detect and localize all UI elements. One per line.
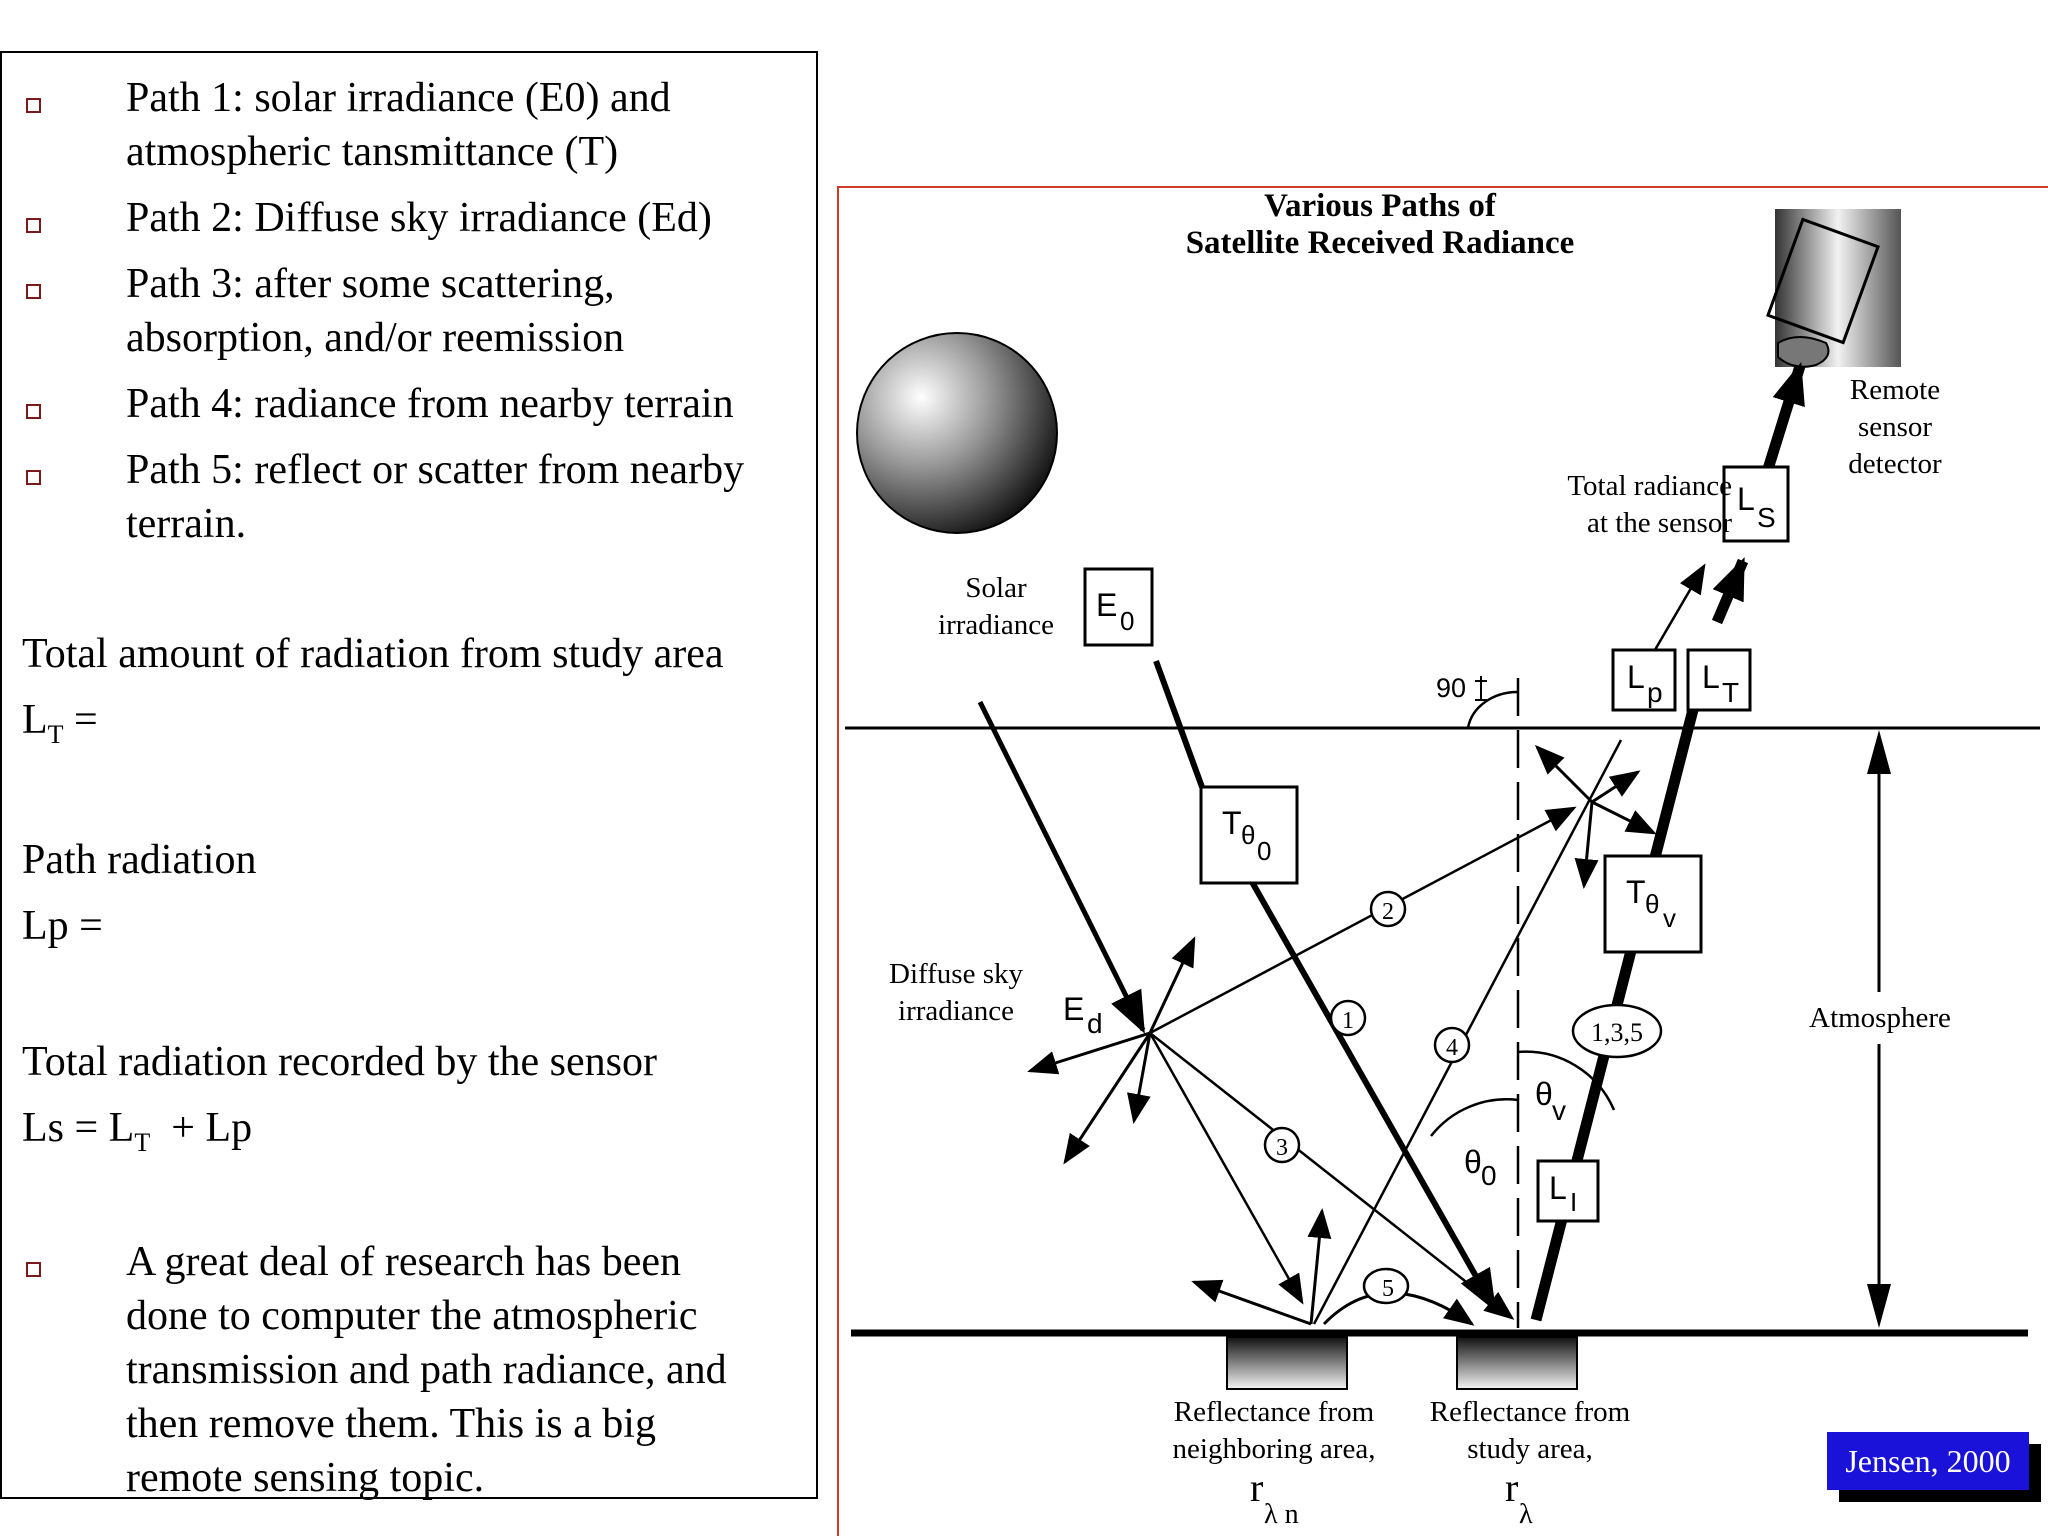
bullet-text: A great deal of research has been done t… [126, 1239, 727, 1501]
bullet-square-icon [26, 284, 41, 299]
svg-text:T: T [1222, 805, 1242, 841]
diagram-title: Various Paths of Satellite Received Radi… [1185, 188, 1575, 261]
theta-0-label: θ 0 [1464, 1144, 1497, 1191]
svg-text:5: 5 [1382, 1276, 1394, 1302]
svg-text:L: L [1627, 659, 1645, 695]
sensor-total-heading: Total radiation recorded by the sensor [22, 1039, 658, 1085]
study-area-patch [1456, 1336, 1578, 1390]
bullet-text: Path 4: radiance from nearby terrain [126, 381, 734, 427]
study-reflectance-label: Reflectance from study area, [1429, 1396, 1631, 1465]
bullet-text: Path 3: after some scattering, absorptio… [126, 261, 625, 361]
path-number-2: 2 [1369, 890, 1407, 928]
svg-text:p: p [1647, 677, 1663, 708]
path-number-1: 1 [1329, 999, 1367, 1037]
neighbor-area-patch [1226, 1336, 1348, 1390]
svg-text:0: 0 [1120, 606, 1134, 636]
r-neighbor-label: r λ n [1250, 1465, 1299, 1530]
svg-text:θ: θ [1464, 1144, 1482, 1180]
svg-text:S: S [1757, 502, 1776, 533]
svg-text:1,3,5: 1,3,5 [1591, 1018, 1643, 1047]
lp-box: L p [1611, 648, 1677, 712]
bullet-square-icon [26, 470, 41, 485]
svg-text:0: 0 [1257, 836, 1271, 866]
bullet-square-icon [26, 1262, 41, 1277]
svg-text:L: L [1737, 481, 1755, 517]
svg-text:θ: θ [1645, 889, 1659, 919]
svg-text:θ: θ [1241, 820, 1255, 850]
svg-text:θ: θ [1535, 1076, 1553, 1112]
svg-text:v: v [1663, 903, 1676, 933]
remote-sensor-label: Remote sensor detector [1848, 374, 1942, 480]
bullet-square-icon [26, 98, 41, 113]
ed-label: E d [1063, 991, 1103, 1039]
svg-text:d: d [1087, 1008, 1103, 1039]
t-theta0-box: T θ 0 [1199, 785, 1299, 885]
path-radiation-heading: Path radiation [22, 837, 257, 883]
svg-text:2: 2 [1382, 899, 1394, 925]
radiance-paths-diagram: E 0 L S L p L T T θ 0 T θ v L I 1 2 3 4 … [845, 209, 2040, 1530]
li-box: L I [1536, 1159, 1600, 1223]
diffuse-sky-label: Diffuse sky irradiance [889, 958, 1023, 1027]
svg-text:0: 0 [1481, 1160, 1497, 1191]
lp-equation: Lp = [22, 903, 103, 949]
svg-text:v: v [1552, 1095, 1566, 1126]
ls-equation: Ls = LT + Lp [22, 1105, 253, 1157]
diagram-panel: E 0 L S L p L T T θ 0 T θ v L I 1 2 3 4 … [837, 186, 2048, 1536]
svg-text:T: T [1722, 677, 1739, 708]
path-number-4: 4 [1433, 1026, 1471, 1064]
t-thetav-box: T θ v [1603, 854, 1703, 954]
lt-equation: LT = [22, 697, 98, 749]
ls-box: L S [1722, 465, 1790, 543]
bullet-text: Path 2: Diffuse sky irradiance (Ed) [126, 195, 712, 241]
svg-text:4: 4 [1446, 1035, 1458, 1061]
total-area-heading: Total amount of radiation from study are… [22, 631, 724, 677]
total-radiance-label: Total radiance at the sensor [1567, 470, 1732, 539]
left-text-panel: Path 1: solar irradiance (E0) and atmosp… [0, 51, 818, 1501]
angle-90-label: 90 [1436, 673, 1487, 703]
bullet-text: Path 5: reflect or scatter from nearby t… [126, 447, 745, 547]
lt-box: L T [1686, 648, 1752, 712]
svg-text:E: E [1096, 587, 1117, 623]
neighbor-reflectance-label: Reflectance from neighboring area, [1172, 1396, 1376, 1465]
bullet-square-icon [26, 218, 41, 233]
svg-text:90: 90 [1436, 673, 1466, 703]
svg-text:r: r [1250, 1465, 1263, 1510]
bullet-text: Path 1: solar irradiance (E0) and atmosp… [126, 75, 671, 175]
e0-box: E 0 [1083, 567, 1154, 647]
svg-text:L: L [1702, 659, 1720, 695]
svg-text:3: 3 [1276, 1135, 1288, 1161]
svg-text:r: r [1505, 1465, 1518, 1510]
svg-text:L: L [1549, 1170, 1567, 1206]
svg-text:λ n: λ n [1264, 1499, 1299, 1530]
remote-sensor-icon [1766, 209, 1901, 368]
bullet-square-icon [26, 404, 41, 419]
atmosphere-label: Atmosphere [1809, 1002, 1951, 1034]
path-number-5: 5 [1362, 1267, 1410, 1305]
credit-badge: Jensen, 2000 [1827, 1432, 2029, 1490]
path-number-3: 3 [1263, 1126, 1301, 1164]
path-number-135: 1,3,5 [1571, 1003, 1663, 1059]
solar-irradiance-label: Solar irradiance [938, 572, 1054, 641]
sun-icon [856, 332, 1058, 534]
svg-text:I: I [1570, 1187, 1577, 1217]
svg-text:E: E [1063, 991, 1084, 1027]
svg-text:T: T [1626, 874, 1646, 910]
svg-text:1: 1 [1342, 1008, 1354, 1034]
svg-text:λ: λ [1519, 1499, 1533, 1530]
theta-v-label: θ v [1535, 1076, 1566, 1126]
r-study-label: r λ [1505, 1465, 1533, 1530]
